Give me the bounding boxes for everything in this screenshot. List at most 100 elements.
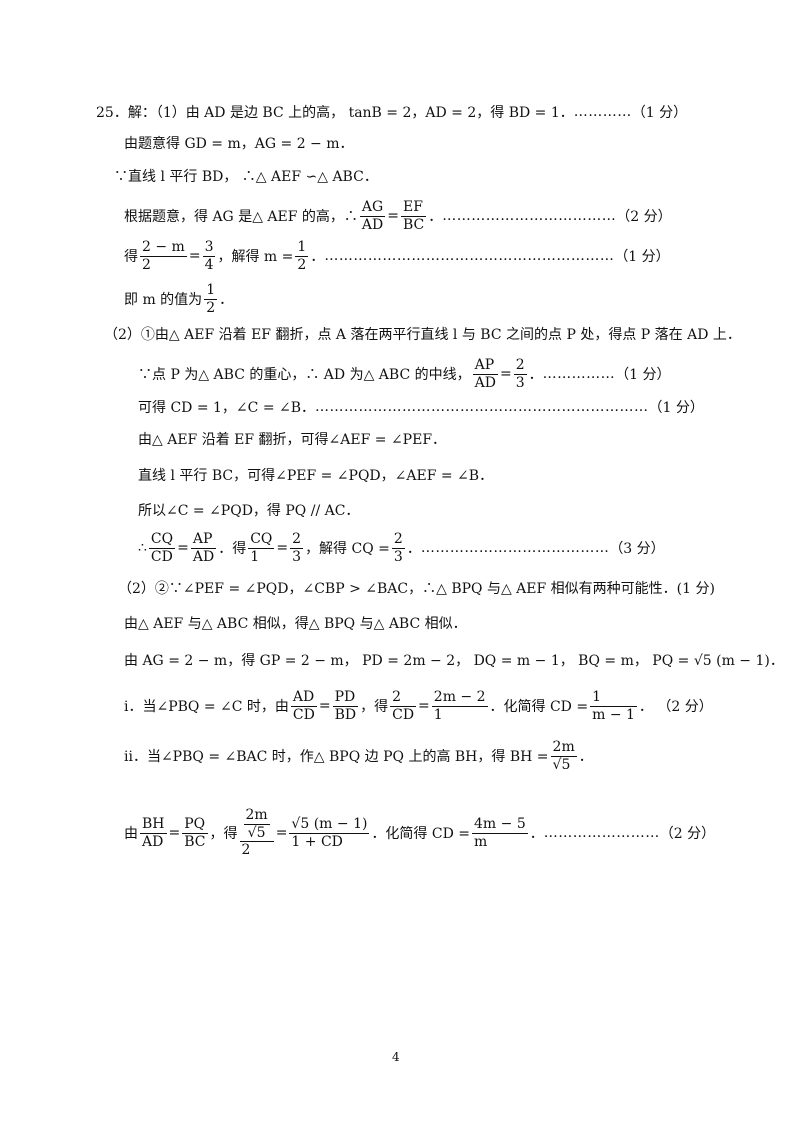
numerator: 2 <box>513 357 527 375</box>
text-line: 由 AG = 2 − m，得 GP = 2 − m， PD = 2m − 2， … <box>124 650 784 670</box>
denominator: AD <box>192 548 215 565</box>
numerator: 2m <box>243 807 270 825</box>
denominator: CD <box>292 706 315 723</box>
text-segment: 由 AG = 2 − m，得 GP = 2 − m， PD = 2m − 2， … <box>124 653 784 669</box>
denominator: 2 <box>206 299 216 316</box>
denominator: CD <box>150 548 173 565</box>
text-segment: （2 分） <box>616 209 672 226</box>
numerator: 2 <box>390 690 417 707</box>
text-segment: = <box>418 698 430 715</box>
numerator: 3 <box>202 239 216 257</box>
text-segment: i．当∠PBQ = ∠C 时，由 <box>124 699 289 716</box>
numerator: 2m√5 <box>239 807 274 843</box>
denominator: 1 + CD <box>291 833 343 850</box>
leader-dots: ………… <box>573 104 632 120</box>
text-segment: ．化简得 CD = <box>371 826 471 843</box>
numerator: AP <box>472 358 498 375</box>
text-segment: ，解得 CQ = <box>305 541 390 558</box>
denominator: 4 <box>204 256 214 273</box>
leader-dots: ……………………………… <box>442 208 617 225</box>
numerator: AD <box>290 690 317 707</box>
text-segment: ，得 <box>360 699 389 716</box>
text-segment: 所以∠C = ∠PQD，得 PQ // AC． <box>138 503 360 519</box>
numerator: EF <box>400 200 427 217</box>
text-line: 由△ AEF 沿着 EF 翻折，可得∠AEF = ∠PEF． <box>138 429 446 449</box>
denominator: AD <box>474 374 496 391</box>
text-line: 直线 l 平行 BC，可得∠PEF = ∠PQD，∠AEF = ∠B． <box>138 465 493 485</box>
text-segment: ． <box>578 749 593 766</box>
text-segment: ，得 <box>209 826 238 843</box>
text-segment: （2）②∵∠PEF = ∠PQD，∠CBP > ∠BAC，∴△ BPQ 与△ A… <box>118 581 715 597</box>
numerator: 1 <box>590 690 637 707</box>
text-segment: ． <box>529 826 544 843</box>
text-segment: 由△ AEF 与△ ABC 相似，得△ BPQ 与△ ABC 相似． <box>124 616 467 632</box>
text-segment: ∴ <box>138 540 147 557</box>
page-number: 4 <box>392 1050 400 1064</box>
text-segment: 根据题意，得 AG 是△ AEF 的高，∴ <box>124 209 358 226</box>
text-segment: = <box>275 825 288 842</box>
text-segment: ∵直线 l 平行 BD， ∴△ AEF ∽△ ABC． <box>114 169 378 185</box>
denominator: √5 <box>247 824 266 841</box>
numerator: 2 <box>391 531 405 549</box>
text-segment: ． <box>219 292 234 309</box>
numerator: BH <box>140 815 167 834</box>
text-segment: （1 分） <box>615 367 671 384</box>
denominator: m − 1 <box>592 706 635 723</box>
denominator: CD <box>392 706 415 723</box>
numerator: 2 <box>290 531 304 549</box>
text-line: 所以∠C = ∠PQD，得 PQ // AC． <box>138 500 359 520</box>
text-segment: （1 分） <box>614 249 670 266</box>
text-line: ∵直线 l 平行 BD， ∴△ AEF ∽△ ABC． <box>114 166 378 186</box>
text-segment: 可得 CD = 1，∠C = ∠B． <box>138 400 316 416</box>
text-segment: （3 分） <box>609 541 665 558</box>
leader-dots: …………………………………………………… <box>324 248 615 265</box>
text-segment: （1 分） <box>631 105 688 121</box>
text-segment: ． <box>528 367 543 384</box>
numerator: 4m − 5 <box>472 815 528 834</box>
denominator: 2 <box>142 256 151 273</box>
text-segment: ． （2 分） <box>638 699 713 716</box>
text-segment: 25．解：（1）由 AD 是边 BC 上的高， tanB = 2，AD = 2，… <box>96 105 574 121</box>
fraction: 2m√5 <box>243 807 270 841</box>
text-line: 由题意得 GD = m，AG = 2 − m． <box>124 133 354 153</box>
denominator: AD <box>361 216 384 233</box>
text-segment: ．化简得 CD = <box>489 699 589 716</box>
leader-dots: …………………………………………………………… <box>315 399 649 415</box>
numerator: √5 (m − 1) <box>289 815 370 834</box>
text-segment: = <box>387 208 399 225</box>
denominator: 2 <box>297 256 307 273</box>
leader-dots: …………… <box>542 366 616 383</box>
denominator: BC <box>402 216 425 233</box>
fraction: 2m√5 <box>550 740 577 772</box>
text-segment: 得 <box>124 249 138 266</box>
text-segment: ii．当∠PBQ = ∠BAC 时，作△ BPQ 边 PQ 上的高 BH，得 B… <box>124 749 549 766</box>
text-segment: = <box>318 698 331 715</box>
text-line: （2）②∵∠PEF = ∠PQD，∠CBP > ∠BAC，∴△ BPQ 与△ A… <box>118 578 715 598</box>
denominator: 2 <box>241 842 251 859</box>
text-segment: 即 m 的值为 <box>124 292 203 309</box>
denominator: BC <box>184 833 206 850</box>
text-line: （2）①由△ AEF 沿着 EF 翻折，点 A 落在两平行直线 l 与 BC 之… <box>104 324 741 344</box>
text-segment: = <box>188 248 201 265</box>
denominator: 3 <box>292 548 302 565</box>
numerator: 2m − 2 <box>431 689 488 707</box>
numerator: CQ <box>248 531 275 549</box>
text-segment: 由题意得 GD = m，AG = 2 − m． <box>124 136 354 152</box>
numerator: PQ <box>182 817 208 834</box>
